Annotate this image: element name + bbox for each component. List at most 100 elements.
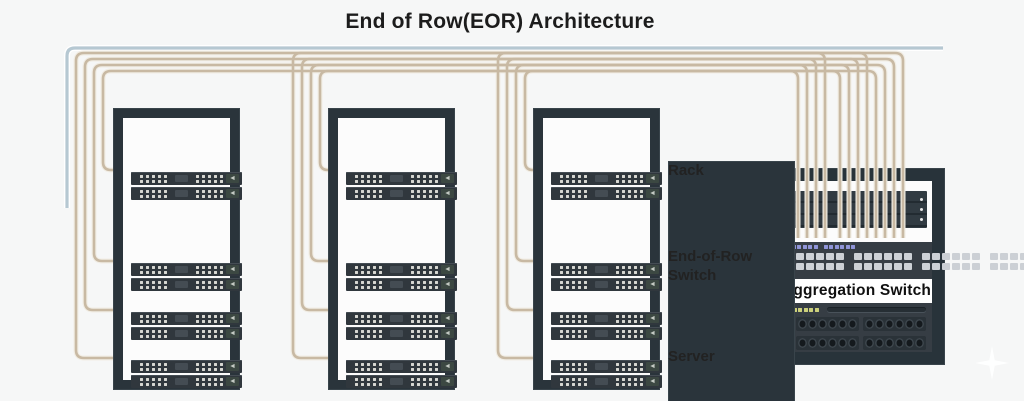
port-cluster [411, 189, 438, 198]
server-unit: ◄ [346, 312, 457, 325]
power-indicator-icon: ◄ [646, 314, 659, 323]
drive-slot [390, 315, 403, 322]
power-indicator-icon: ◄ [441, 362, 454, 371]
drive-slot [390, 363, 403, 370]
power-indicator-icon: ◄ [226, 314, 239, 323]
switch-port-row-2 [786, 263, 1024, 270]
port-cluster [616, 362, 643, 371]
drive-slot [595, 175, 608, 182]
port-cluster [140, 189, 167, 198]
server-unit: ◄ [346, 278, 457, 291]
power-indicator-icon: ◄ [226, 189, 239, 198]
drive-slot [390, 190, 403, 197]
port-cluster [196, 189, 223, 198]
power-indicator-icon: ◄ [441, 265, 454, 274]
port-cluster [560, 174, 587, 183]
drive-slot [390, 281, 403, 288]
port-cluster [411, 265, 438, 274]
server-unit: ◄ [131, 360, 242, 373]
drive-slot [595, 315, 608, 322]
server-unit: ◄ [551, 278, 662, 291]
port-cluster [355, 265, 382, 274]
port-cluster [411, 362, 438, 371]
server-unit: ◄ [131, 172, 242, 185]
power-indicator-icon: ◄ [646, 280, 659, 289]
port-cluster [411, 314, 438, 323]
server-unit: ◄ [131, 187, 242, 200]
port-cluster [140, 314, 167, 323]
server-unit: ◄ [551, 172, 662, 185]
server-unit: ◄ [551, 312, 662, 325]
aggregation-switch-label: Aggregation Switch [781, 279, 932, 303]
port-cluster [560, 265, 587, 274]
rj45-port-row-1 [787, 317, 926, 331]
server-unit: ◄ [346, 375, 457, 388]
sparkle-decoration [975, 346, 1009, 380]
drive-slot [390, 175, 403, 182]
port-cluster [355, 377, 382, 386]
cable-management-panel [786, 191, 927, 228]
power-indicator-icon: ◄ [441, 174, 454, 183]
power-indicator-icon: ◄ [646, 174, 659, 183]
server-unit: ◄ [346, 327, 457, 340]
server-unit: ◄ [551, 263, 662, 276]
port-cluster [140, 280, 167, 289]
patch-panel-unit [781, 303, 932, 352]
server-unit: ◄ [131, 263, 242, 276]
drive-slot [175, 281, 188, 288]
rj45-port-group [863, 317, 926, 331]
server-unit: ◄ [551, 327, 662, 340]
port-cluster [355, 189, 382, 198]
server-unit: ◄ [346, 172, 457, 185]
power-indicator-icon: ◄ [646, 265, 659, 274]
port-cluster [355, 314, 382, 323]
drive-slot [175, 190, 188, 197]
port-cluster [196, 174, 223, 183]
port-cluster [560, 377, 587, 386]
switch-port-row-1 [786, 252, 1024, 260]
rj45-port-row-2 [787, 336, 926, 350]
port-cluster [355, 174, 382, 183]
power-indicator-icon: ◄ [441, 314, 454, 323]
rack-interior: ◄◄◄◄◄◄◄◄ [543, 118, 662, 388]
port-cluster [616, 174, 643, 183]
drive-slot [175, 378, 188, 385]
rack-interior: ◄ ◄ ◄ ◄ ◄ ◄ ◄ ◄ [123, 118, 242, 388]
server-unit: ◄ [346, 187, 457, 200]
diagram-title: End of Row(EOR) Architecture [345, 10, 655, 33]
rack-2: ◄ ◄ ◄ ◄ ◄ ◄ ◄ ◄ [328, 108, 457, 390]
port-cluster [196, 280, 223, 289]
rack-1: ◄ ◄ ◄ ◄ ◄ ◄ ◄ ◄ [113, 108, 242, 390]
rj45-port-group [796, 317, 859, 331]
power-indicator-icon: ◄ [226, 329, 239, 338]
drive-slot [390, 266, 403, 273]
port-cluster [196, 265, 223, 274]
aggregation-switch-unit [781, 242, 1024, 279]
rack-interior: ◄ ◄ ◄ ◄ ◄ ◄ ◄ ◄ [338, 118, 457, 388]
drive-slot [390, 330, 403, 337]
port-cluster [616, 265, 643, 274]
drive-slot [595, 330, 608, 337]
server-unit: ◄ [131, 278, 242, 291]
power-indicator-icon: ◄ [646, 329, 659, 338]
aggregation-rack-interior: Aggregation Switch [781, 181, 1024, 352]
rack-3: ◄◄◄◄◄◄◄◄ [533, 108, 662, 390]
server-unit: ◄ [131, 312, 242, 325]
rj45-port-group [863, 336, 926, 350]
server-unit: ◄ [346, 263, 457, 276]
port-cluster [560, 314, 587, 323]
port-cluster [616, 329, 643, 338]
power-indicator-icon: ◄ [226, 280, 239, 289]
vent-slot [826, 307, 926, 312]
port-cluster [616, 314, 643, 323]
patch-panel-leds [787, 307, 926, 312]
label-eor-switch: End-of-Row Switch [668, 248, 753, 284]
drive-slot [175, 175, 188, 182]
server-unit: ◄ [131, 375, 242, 388]
port-cluster [140, 265, 167, 274]
label-server: Server [668, 348, 715, 365]
power-indicator-icon: ◄ [226, 265, 239, 274]
port-cluster [560, 280, 587, 289]
screw-dots-right [920, 195, 924, 224]
